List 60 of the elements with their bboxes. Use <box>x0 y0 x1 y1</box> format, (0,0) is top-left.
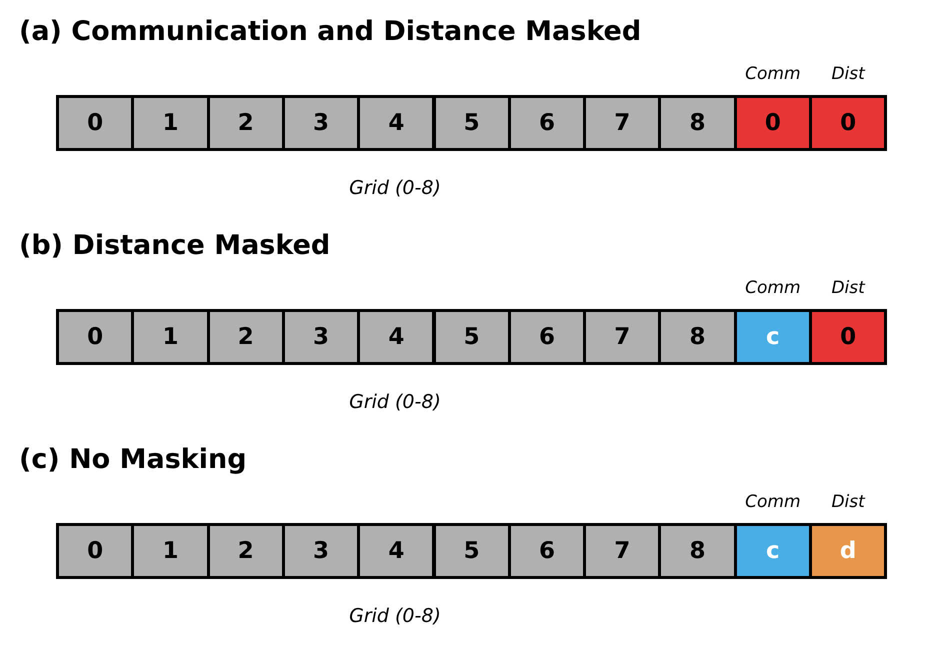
column-label: Dist <box>831 492 865 512</box>
panel-title: (b) Distance Masked <box>19 230 330 262</box>
grid-cell <box>809 309 888 365</box>
cell-value: 5 <box>464 538 480 564</box>
panel-title: (c) No Masking <box>19 444 247 476</box>
cell-value: c <box>766 324 780 350</box>
grid-cell <box>131 523 210 579</box>
cell-value: 0 <box>87 324 104 350</box>
column-label: Dist <box>831 278 865 298</box>
cell-value: 0 <box>840 110 856 136</box>
cell-value: 6 <box>538 538 555 564</box>
column-label: Dist <box>831 64 865 84</box>
cell-value: 8 <box>690 110 706 136</box>
panel-title: (a) Communication and Distance Masked <box>19 16 642 48</box>
cell-value: 3 <box>313 324 330 350</box>
grid-cell <box>658 309 737 365</box>
cell-value: 6 <box>538 324 555 350</box>
grid-cell <box>131 95 210 151</box>
cell-value: 8 <box>690 324 706 350</box>
grid-cell <box>357 523 436 579</box>
cell-value: 0 <box>840 324 856 350</box>
cell-value: 0 <box>87 110 104 136</box>
cell-value: 2 <box>238 324 254 350</box>
grid-cell <box>432 95 511 151</box>
cell-value: 5 <box>464 324 480 350</box>
cell-value: 7 <box>614 324 630 350</box>
grid-cell <box>658 523 737 579</box>
grid-cell <box>658 95 737 151</box>
grid-cell <box>432 309 511 365</box>
cell-value: 3 <box>313 538 330 564</box>
cell-value: 4 <box>388 110 404 136</box>
grid-cell <box>357 95 436 151</box>
column-label: Comm <box>745 492 801 512</box>
axis-caption: Grid (0-8) <box>349 176 441 200</box>
cell-value: 4 <box>388 324 404 350</box>
cell-value: 0 <box>87 538 104 564</box>
column-label: Comm <box>745 278 801 298</box>
cell-value: 7 <box>614 538 630 564</box>
axis-caption: Grid (0-8) <box>349 604 441 628</box>
cell-value: 6 <box>538 110 555 136</box>
cell-value: 1 <box>162 110 178 136</box>
grid-cell <box>809 95 888 151</box>
cell-value: 2 <box>238 538 254 564</box>
cell-value: 4 <box>388 538 404 564</box>
grid-cell <box>432 523 511 579</box>
cell-value: c <box>766 538 780 564</box>
cell-value: 3 <box>313 110 330 136</box>
grid-cell <box>357 309 436 365</box>
cell-value: 0 <box>764 110 781 136</box>
cell-value: 1 <box>162 324 178 350</box>
cell-value: 1 <box>162 538 178 564</box>
grid-cell <box>131 309 210 365</box>
cell-value: 2 <box>238 110 254 136</box>
axis-caption: Grid (0-8) <box>349 390 441 414</box>
cell-value: 5 <box>464 110 480 136</box>
cell-value: 7 <box>614 110 630 136</box>
column-label: Comm <box>745 64 801 84</box>
cell-value: d <box>840 538 856 564</box>
cell-value: 8 <box>690 538 706 564</box>
grid-cell <box>809 523 888 579</box>
